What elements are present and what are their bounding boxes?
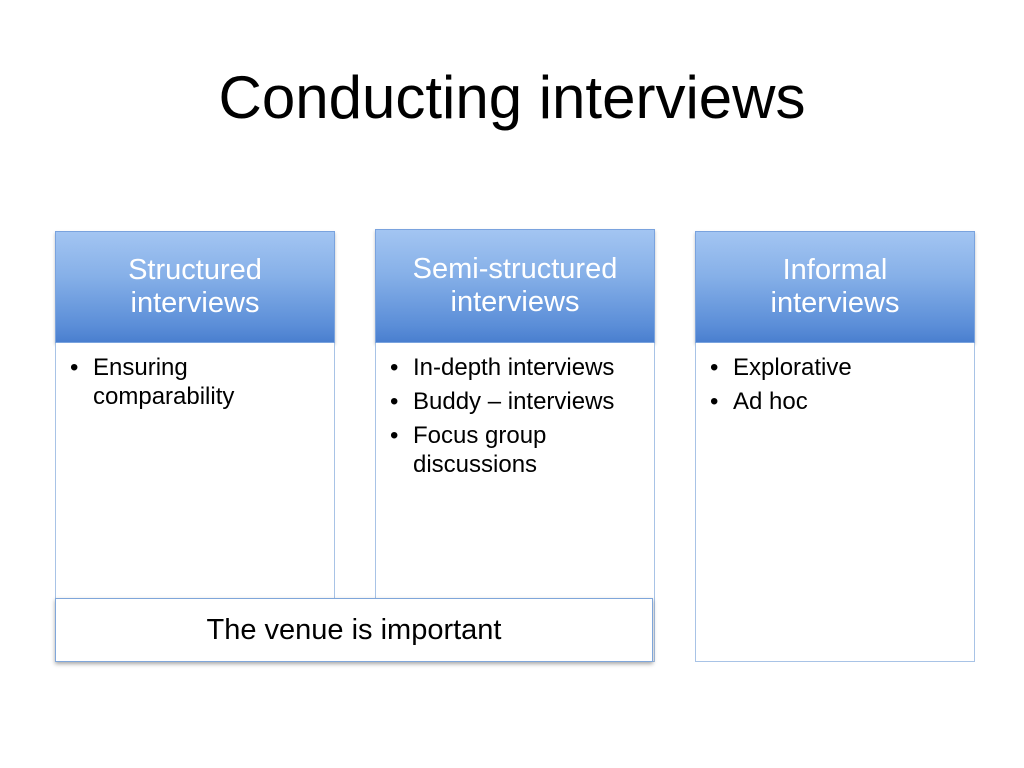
venue-callout: The venue is important [55, 598, 653, 662]
list-item-text: Ad hoc [733, 388, 808, 415]
card-header: Structured interviews [55, 231, 335, 343]
list-item: • Explorative [708, 353, 964, 382]
card-body: • Explorative • Ad hoc [695, 343, 975, 662]
card-informal-interviews: Informal interviews • Explorative • Ad hoc [695, 231, 975, 662]
bullet-list: • In-depth interviews • Buddy – interviews… [388, 353, 644, 479]
list-item: • Focus group discussions [388, 421, 644, 479]
list-item: • Ad hoc [708, 387, 964, 416]
list-item-text: In-depth interviews [413, 354, 615, 381]
slide-title: Conducting interviews [218, 64, 806, 131]
list-item: • Ensuring comparability [68, 353, 324, 411]
list-item: • Buddy – interviews [388, 387, 644, 416]
callout-text: The venue is important [206, 613, 502, 646]
card-header: Semi-structured interviews [375, 229, 655, 343]
card-heading: Informal interviews [770, 254, 900, 319]
bullet-icon: • [390, 388, 399, 415]
list-item-text: Explorative [733, 354, 852, 381]
card-header: Informal interviews [695, 231, 975, 343]
list-item-text: Ensuring comparability [93, 354, 235, 410]
card-heading: Semi-structured interviews [412, 253, 618, 318]
card-semi-structured-interviews: Semi-structured interviews • In-depth int… [375, 229, 655, 662]
list-item-text: Focus group discussions [413, 422, 547, 478]
bullet-icon: • [710, 354, 719, 381]
bullet-list: • Explorative • Ad hoc [708, 353, 964, 416]
list-item-text: Buddy – interviews [413, 388, 615, 415]
bullet-icon: • [710, 388, 719, 415]
bullet-icon: • [70, 354, 79, 381]
bullet-list: • Ensuring comparability [68, 353, 324, 411]
list-item: • In-depth interviews [388, 353, 644, 382]
card-heading: Structured interviews [128, 254, 262, 319]
bullet-icon: • [390, 422, 399, 449]
bullet-icon: • [390, 354, 399, 381]
